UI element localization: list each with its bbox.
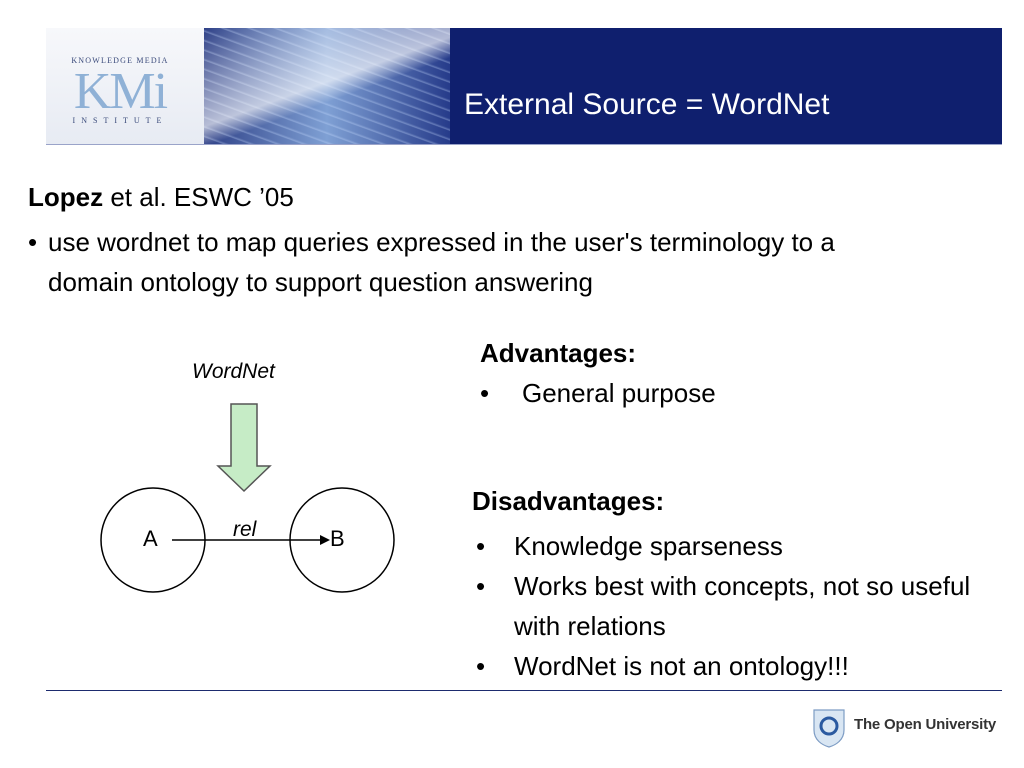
header-banner: KNOWLEDGE MEDIA KMi INSTITUTE External S… [46, 28, 1002, 145]
relation-label: rel [233, 518, 257, 541]
node-a-label: A [143, 526, 158, 551]
disadvantages-list: • Knowledge sparseness • Works best with c… [472, 526, 992, 686]
bullet-marker: • [476, 651, 486, 681]
citation-author: Lopez [28, 182, 104, 212]
slide-title: External Source = WordNet [464, 88, 830, 121]
disadvantages-item: • WordNet is not an ontology!!! [472, 646, 992, 686]
bullet-marker: • [480, 378, 490, 408]
logo-bottom-text: INSTITUTE [72, 116, 168, 125]
main-bullet-text: use wordnet to map queries expressed in … [48, 227, 835, 297]
main-bullet: • use wordnet to map queries expressed i… [28, 222, 888, 302]
header-graphic [204, 28, 450, 144]
kmi-logo: KNOWLEDGE MEDIA KMi INSTITUTE [46, 28, 205, 144]
advantages-item-text: General purpose [522, 378, 716, 408]
node-b-label: B [330, 526, 345, 551]
open-university-shield-icon [813, 709, 845, 748]
disadvantages-item-text: Knowledge sparseness [514, 531, 783, 561]
open-university-name: The Open University [854, 716, 997, 733]
wordnet-down-arrow [216, 403, 272, 493]
disadvantages-item: • Works best with concepts, not so useful… [472, 566, 992, 646]
citation: Lopez et al. ESWC ’05 [28, 182, 294, 213]
logo-main-text: KMi [73, 63, 168, 120]
disadvantages-item: • Knowledge sparseness [472, 526, 992, 566]
advantages-item: • General purpose [480, 378, 716, 409]
relation-arrow-head [320, 535, 330, 545]
bullet-marker: • [28, 227, 38, 257]
bullet-marker: • [476, 531, 486, 561]
footer-divider [46, 690, 1002, 691]
bullet-marker: • [476, 571, 486, 601]
relation-diagram [100, 403, 395, 593]
logo-top-text: KNOWLEDGE MEDIA [71, 56, 169, 65]
disadvantages-item-text: Works best with concepts, not so useful … [514, 571, 971, 641]
disadvantages-heading: Disadvantages: [472, 486, 665, 516]
disadvantages-item-text: WordNet is not an ontology!!! [514, 651, 849, 681]
advantages-heading: Advantages: [480, 338, 637, 368]
wordnet-label: WordNet [192, 360, 275, 383]
citation-rest: et al. ESWC ’05 [103, 182, 294, 212]
